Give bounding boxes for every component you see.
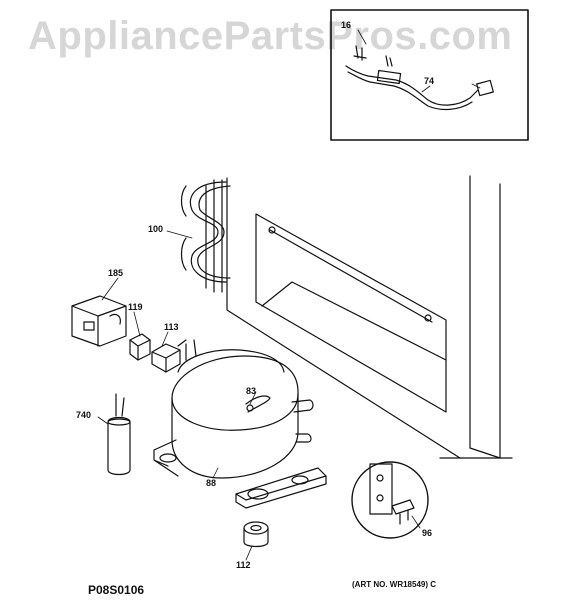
inset-frame <box>330 9 529 141</box>
callout-119: 119 <box>128 302 143 312</box>
callout-113: 113 <box>164 322 179 332</box>
art-number: (ART NO. WR18549) C <box>352 580 437 589</box>
start-relay <box>71 295 127 347</box>
overload-protector <box>129 333 151 361</box>
callout-112: 112 <box>236 560 251 570</box>
callout-74: 74 <box>424 76 435 86</box>
callout-96: 96 <box>422 528 433 538</box>
diagram-code: P08S0106 <box>88 583 145 597</box>
callout-185: 185 <box>108 268 124 278</box>
condenser-coil <box>180 179 231 293</box>
filter-drier <box>107 393 131 476</box>
cabinet-outline <box>226 175 513 459</box>
compressor-base <box>153 439 327 509</box>
callout-740: 740 <box>76 410 92 420</box>
leader-lines <box>97 83 481 561</box>
callout-16: 16 <box>341 20 352 30</box>
callout-83: 83 <box>246 386 257 396</box>
callout-100: 100 <box>148 224 164 234</box>
compressor <box>171 339 314 479</box>
wiring-harness <box>345 29 494 111</box>
terminal-cover <box>151 339 187 373</box>
callout-88: 88 <box>206 478 217 488</box>
outlet-detail <box>351 461 429 539</box>
watermark: AppliancePartsPros.com <box>28 14 513 58</box>
grommet <box>243 521 269 548</box>
